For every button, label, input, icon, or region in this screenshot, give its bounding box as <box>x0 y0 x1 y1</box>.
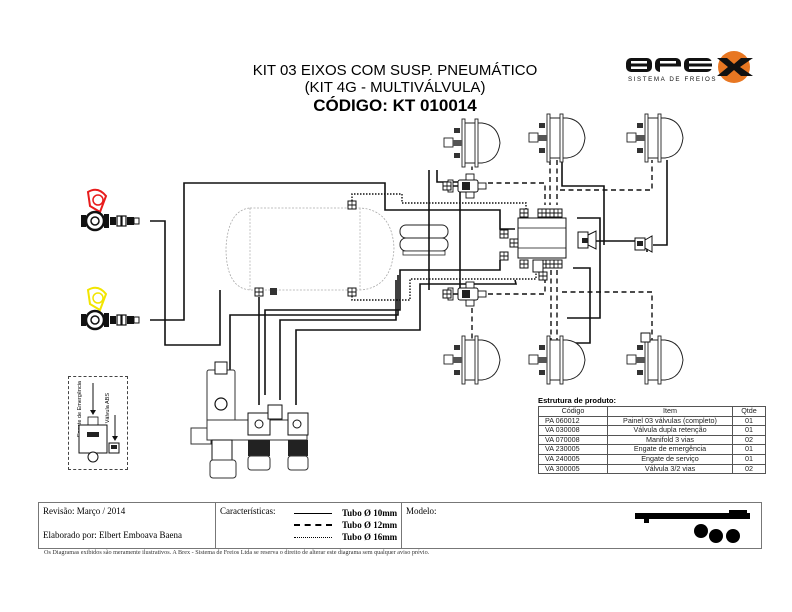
table-row: VA 300005 Válvula 3/2 vias 02 <box>538 463 766 475</box>
logo-x-mark <box>717 51 753 83</box>
table-row: VA 240005 Engate de serviço 01 <box>538 453 766 465</box>
characteristics-label: Características: <box>220 506 276 516</box>
brake-chamber-axle1-bottom <box>443 335 501 385</box>
brake-chamber-axle2-top <box>528 113 586 163</box>
drain-valve-icon <box>270 288 277 295</box>
cell-item: Engate de serviço <box>607 453 733 465</box>
title-block-characteristics-cell: Características: Tubo Ø 10mm Tubo Ø 12mm… <box>216 503 402 548</box>
column-header-code: Código <box>538 406 608 417</box>
trailer-3-axle-icon <box>635 510 750 543</box>
cell-code: VA 030008 <box>538 425 608 436</box>
legend-solid-line-icon <box>294 512 332 514</box>
air-spring <box>399 224 449 256</box>
product-structure: Estrutura de produto: Código Item Qtde P… <box>538 396 766 475</box>
title-block-model-cell: Modelo: <box>402 503 761 548</box>
title-line-2: (KIT 4G - MULTIVÁLVULA) <box>304 79 486 96</box>
legend-label: Tubo Ø 16mm <box>342 532 398 542</box>
table-header-row: Código Item Qtde <box>538 406 766 417</box>
column-header-qty: Qtde <box>732 406 766 417</box>
cell-qty: 01 <box>732 425 766 436</box>
title-block: Revisão: Março / 2014 Elaborado por: Elb… <box>38 502 762 549</box>
air-tank <box>225 200 395 297</box>
brake-chamber-axle3-top <box>626 113 684 163</box>
brex-logo: SISTEMA DE FREIOS <box>626 51 753 83</box>
brake-chamber-axle3-bottom <box>626 335 684 385</box>
logo-wordmark <box>626 58 712 72</box>
legend-dashed-line-icon <box>294 524 332 526</box>
revision-text: Revisão: Março / 2014 <box>43 506 126 516</box>
tubes-16mm <box>351 193 537 301</box>
relay-valve-upper <box>447 173 487 199</box>
relay-valve-lower <box>447 281 487 307</box>
product-structure-caption: Estrutura de produto: <box>538 396 617 405</box>
author-text: Elaborado por: Elbert Emboava Baena <box>43 530 182 540</box>
valve-3-2-right-1 <box>577 230 597 250</box>
emergency-coupling <box>79 188 141 232</box>
logo-tagline: SISTEMA DE FREIOS <box>628 76 717 83</box>
model-label: Modelo: <box>406 506 437 516</box>
cell-item: Válvula 3/2 vias <box>607 463 733 475</box>
legend-row-16mm: Tubo Ø 16mm <box>294 532 397 542</box>
legend-row-12mm: Tubo Ø 12mm <box>294 520 397 530</box>
product-code: CÓDIGO: KT 010014 <box>313 96 477 115</box>
column-header-item: Item <box>607 406 733 417</box>
legend-row-10mm: Tubo Ø 10mm <box>294 508 397 518</box>
disclaimer-text: Os Diagramas exibidos são meramente ilus… <box>44 549 430 556</box>
inset-valve-drawing <box>78 383 120 463</box>
legend-label: Tubo Ø 10mm <box>342 508 398 518</box>
valve-3-2-right-2 <box>634 235 653 253</box>
title-block-revision-cell: Revisão: Março / 2014 Elaborado por: Elb… <box>39 503 216 548</box>
legend-dotted-line-icon <box>294 536 332 538</box>
cell-item: Válvula dupla retenção <box>607 425 733 436</box>
brake-chamber-axle2-bottom <box>528 335 586 385</box>
product-table: Código Item Qtde PA 060012 Painel 03 vál… <box>538 406 766 475</box>
tubes-10mm <box>150 118 668 405</box>
cell-code: VA 240005 <box>538 453 608 465</box>
abs-inset-box: Engate de Emergência Válvula ABS <box>68 376 128 470</box>
table-row: VA 030008 Válvula dupla retenção 01 <box>538 425 766 436</box>
cell-code: VA 300005 <box>538 463 608 475</box>
cell-qty: 02 <box>732 463 766 475</box>
brake-chamber-axle1-top <box>443 118 501 168</box>
legend-label: Tubo Ø 12mm <box>342 520 398 530</box>
valve-panel <box>190 361 309 479</box>
cell-qty: 01 <box>732 453 766 465</box>
title-line-1: KIT 03 EIXOS COM SUSP. PNEUMÁTICO <box>252 62 538 79</box>
double-check-valve <box>532 259 548 281</box>
service-coupling <box>79 286 141 331</box>
tubes-12mm <box>471 158 653 340</box>
multivalve-manifold <box>499 208 567 269</box>
abs-sensor-icon <box>640 332 651 343</box>
